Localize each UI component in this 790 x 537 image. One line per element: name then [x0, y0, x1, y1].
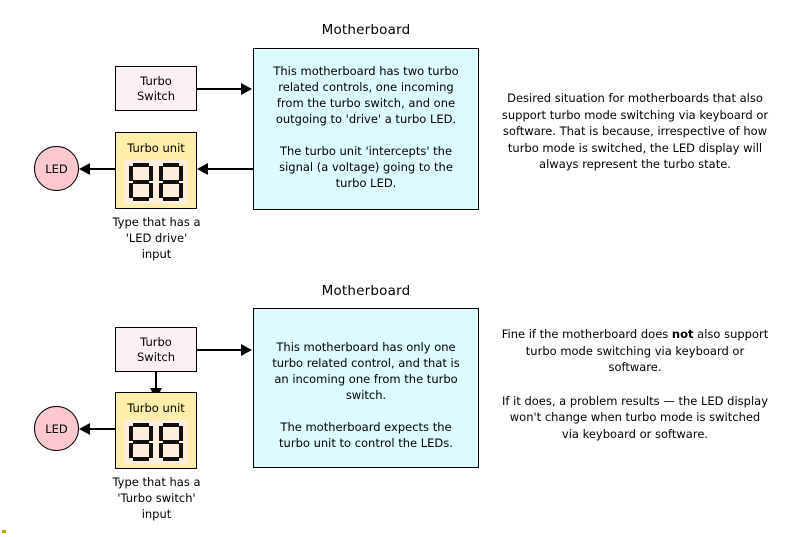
- arrow-head-left-icon: [197, 163, 208, 175]
- caption-line: Type that has a: [112, 215, 201, 229]
- caption-line: input: [141, 247, 172, 261]
- caption-line: input: [141, 507, 172, 521]
- side-note-paragraph: Desired situation for motherboards that …: [501, 91, 769, 171]
- side-note-lower: Fine if the motherboard does not also su…: [500, 326, 770, 442]
- arrow-head-left-icon: [79, 163, 90, 175]
- caption-line: 'Turbo switch': [117, 491, 196, 505]
- caption-line: Type that has a: [112, 475, 201, 489]
- motherboard-paragraph: This motherboard has only one turbo rela…: [272, 340, 460, 402]
- turbo-unit-box-lower[interactable]: Turbo unit: [115, 392, 197, 469]
- turbo-unit-caption-lower: Type that has a 'Turbo switch' input: [84, 474, 229, 522]
- turbo-switch-label-upper: Turbo Switch: [137, 74, 175, 104]
- arrow-head-right-icon: [241, 344, 252, 356]
- side-note-upper: Desired situation for motherboards that …: [500, 90, 770, 173]
- turbo-switch-label-line2: Switch: [136, 88, 176, 103]
- seven-segment-digit: [159, 163, 183, 201]
- corner-artifact: [2, 530, 6, 533]
- motherboard-title-lower: Motherboard: [321, 283, 411, 299]
- turbo-switch-label-line2: Switch: [136, 349, 176, 364]
- seven-segment-display-upper: [124, 160, 188, 204]
- motherboard-paragraph: The motherboard expects the turbo unit t…: [279, 420, 453, 450]
- motherboard-box-upper: This motherboard has two turbo related c…: [253, 48, 479, 210]
- led-indicator-upper: LED: [34, 146, 79, 191]
- connector-motherboard-to-turbo-unit-upper: [208, 168, 253, 170]
- connector-turbo-unit-to-led-upper: [90, 168, 115, 170]
- connector-turbo-unit-to-led-lower: [90, 428, 115, 430]
- motherboard-paragraph: The turbo unit 'intercepts' the signal (…: [279, 144, 453, 190]
- turbo-switch-box-lower[interactable]: Turbo Switch: [115, 327, 197, 372]
- connector-switch-to-turbo-unit-lower: [155, 372, 157, 391]
- led-label-lower: LED: [45, 421, 68, 436]
- side-note-paragraph: If it does, a problem results — the LED …: [502, 393, 768, 441]
- turbo-unit-box-upper[interactable]: Turbo unit: [115, 132, 197, 209]
- turbo-switch-label-lower: Turbo Switch: [137, 335, 175, 365]
- connector-switch-to-motherboard-lower: [197, 349, 242, 351]
- turbo-switch-label-line1: Turbo: [140, 73, 172, 88]
- turbo-switch-box-upper[interactable]: Turbo Switch: [115, 66, 197, 111]
- connector-switch-to-motherboard-upper: [197, 88, 242, 90]
- arrow-head-right-icon: [241, 83, 252, 95]
- seven-segment-digit: [129, 423, 153, 461]
- turbo-unit-label-lower: Turbo unit: [127, 401, 185, 415]
- turbo-unit-label-upper: Turbo unit: [127, 141, 185, 155]
- motherboard-text-lower: This motherboard has only one turbo rela…: [254, 309, 478, 451]
- motherboard-title-upper: Motherboard: [321, 22, 411, 38]
- turbo-switch-label-line1: Turbo: [140, 334, 172, 349]
- led-indicator-lower: LED: [34, 406, 79, 451]
- seven-segment-display-lower: [124, 420, 188, 464]
- motherboard-paragraph: This motherboard has two turbo related c…: [273, 64, 459, 126]
- led-label-upper: LED: [45, 161, 68, 176]
- seven-segment-digit: [159, 423, 183, 461]
- motherboard-text-upper: This motherboard has two turbo related c…: [254, 49, 478, 191]
- turbo-unit-caption-upper: Type that has a 'LED drive' input: [84, 214, 229, 262]
- motherboard-box-lower: This motherboard has only one turbo rela…: [253, 308, 479, 468]
- arrow-head-left-icon: [79, 423, 90, 435]
- seven-segment-digit: [129, 163, 153, 201]
- side-note-paragraph: Fine if the motherboard does not also su…: [501, 327, 769, 374]
- caption-line: 'LED drive': [125, 231, 188, 245]
